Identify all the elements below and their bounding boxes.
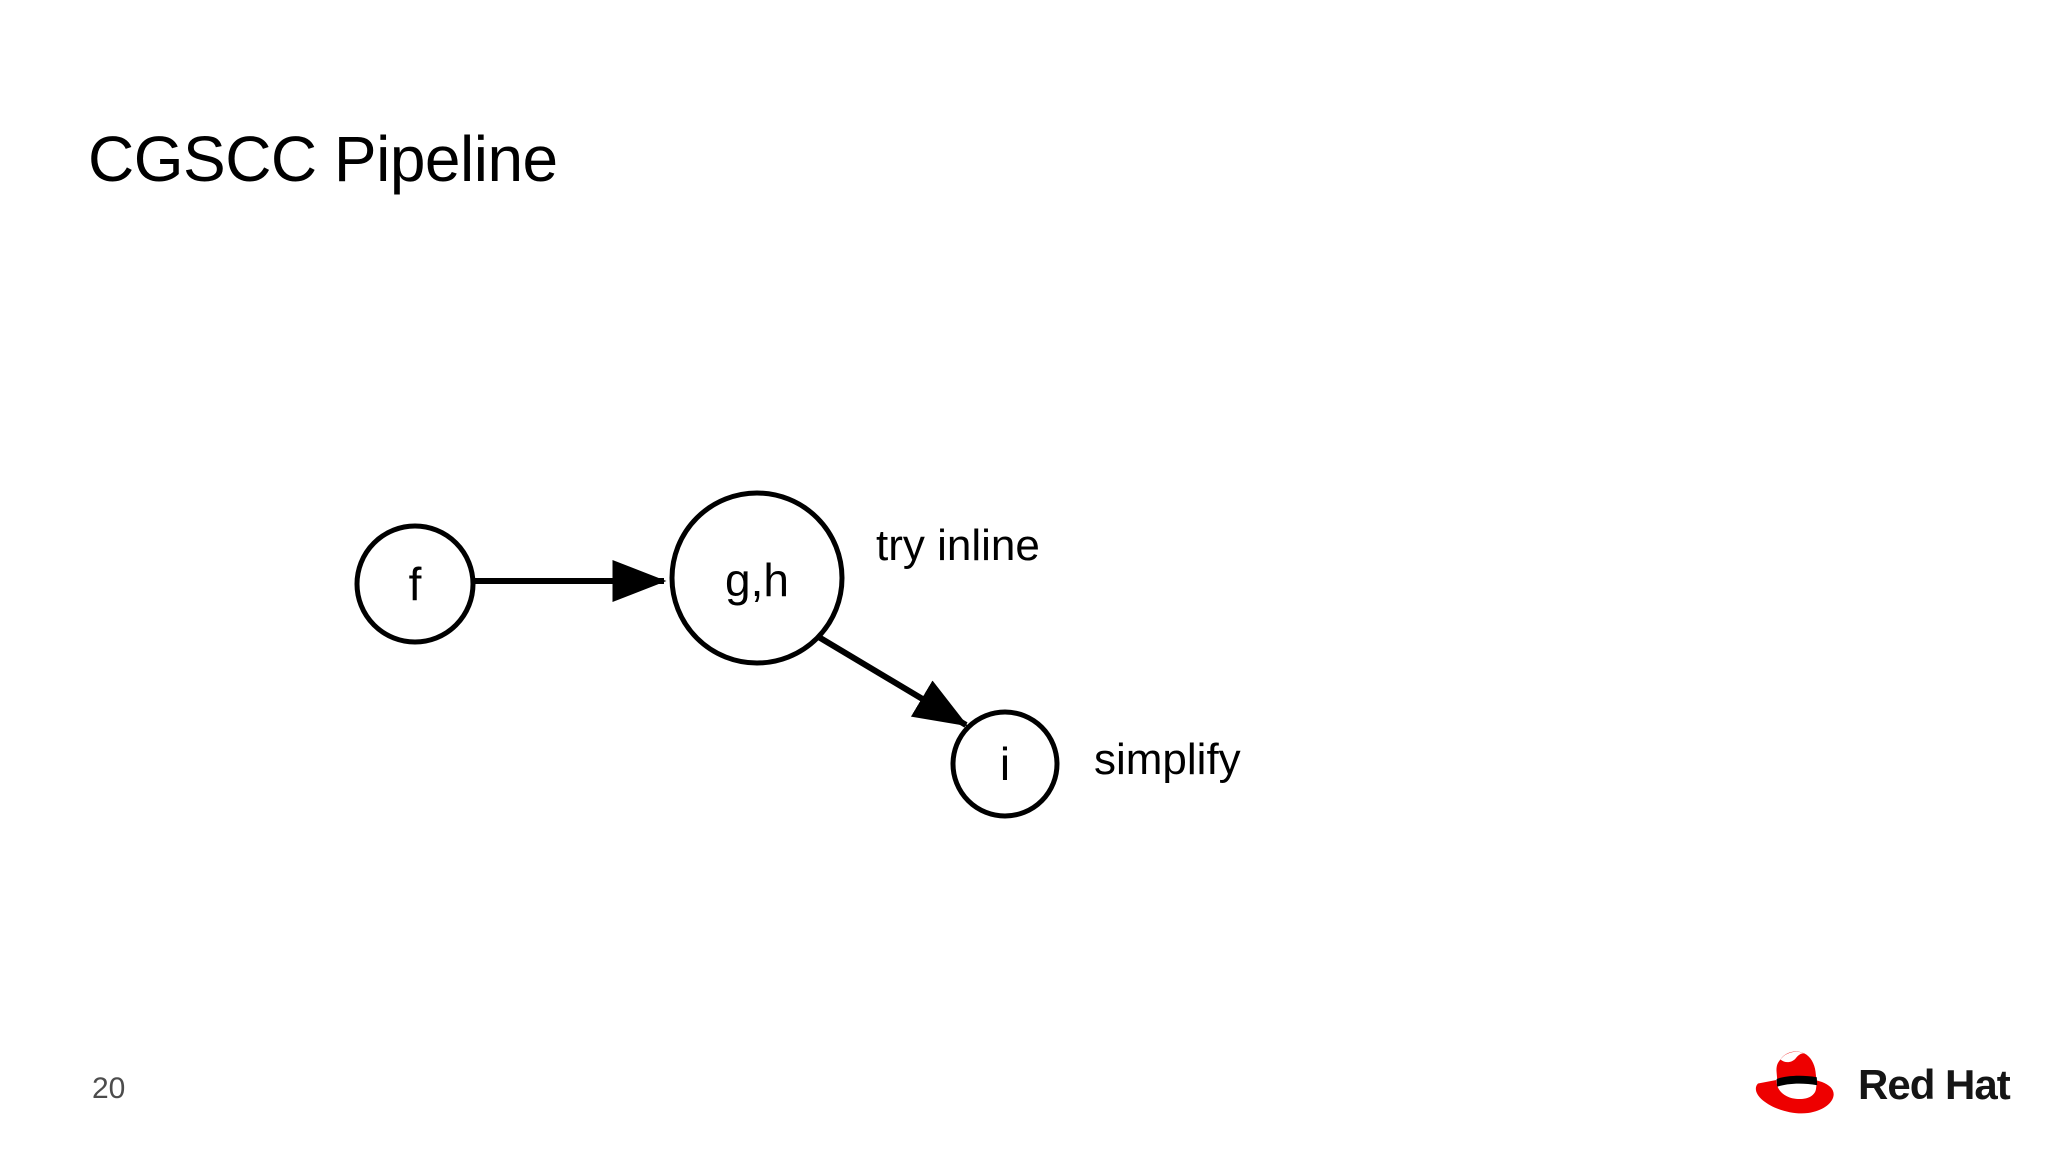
edge-label-try-inline: try inline — [876, 521, 1040, 570]
graph-node-i[interactable]: i — [950, 709, 1060, 819]
red-hat-fedora-icon — [1755, 1051, 1834, 1114]
brand-name-label: Red Hat — [1858, 1061, 2011, 1108]
node-i-circle[interactable] — [950, 709, 1060, 819]
graph-node-gh[interactable]: g,h — [669, 490, 845, 666]
node-gh-circle[interactable] — [669, 490, 845, 666]
edge-label-simplify: simplify — [1094, 735, 1241, 784]
page-title: CGSCC Pipeline — [88, 123, 558, 195]
node-f-circle[interactable] — [354, 523, 476, 645]
edge-gh-to-i — [815, 633, 969, 728]
node-f-label: f — [409, 558, 422, 610]
node-gh-label: g,h — [725, 554, 789, 606]
graph-node-f[interactable]: f — [354, 523, 476, 645]
red-hat-logo: Red Hat — [1752, 1046, 2020, 1124]
node-i-label: i — [1000, 738, 1010, 790]
page-number: 20 — [92, 1072, 126, 1105]
